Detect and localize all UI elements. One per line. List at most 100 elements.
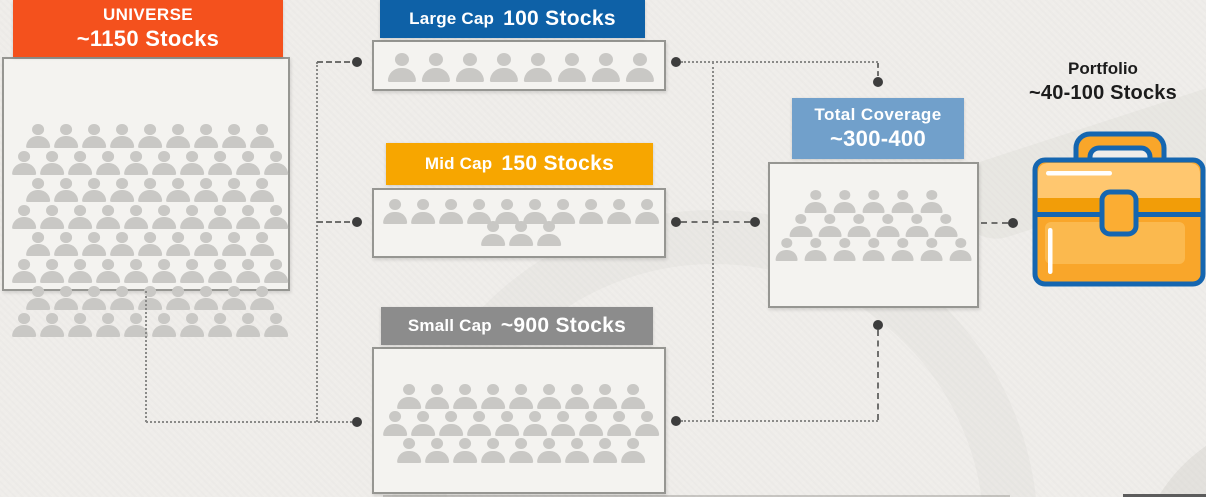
person-icon	[480, 384, 507, 409]
connector-down-to-coverage-top	[877, 63, 879, 76]
person-icon	[109, 178, 136, 202]
person-icon	[890, 238, 916, 261]
person-icon	[382, 199, 409, 224]
person-icon	[123, 205, 150, 229]
person-row	[25, 286, 276, 310]
connector-dot	[352, 57, 362, 67]
person-icon	[165, 178, 192, 202]
connector-to-midcap	[317, 221, 350, 223]
person-icon	[480, 221, 507, 246]
person-icon	[193, 286, 220, 310]
person-icon	[919, 190, 945, 213]
person-icon	[109, 124, 136, 148]
person-icon	[550, 411, 577, 436]
person-icon	[452, 438, 479, 463]
person-icon	[263, 313, 290, 337]
person-icon	[803, 190, 829, 213]
universe-subtitle: ~1150 Stocks	[76, 26, 220, 52]
person-icon	[109, 232, 136, 256]
person-icon	[179, 313, 206, 337]
person-icon	[382, 411, 409, 436]
person-icon	[578, 411, 605, 436]
person-row	[396, 384, 647, 409]
person-icon	[454, 53, 486, 82]
connector-smallcap-right	[681, 420, 878, 422]
person-row	[25, 124, 276, 148]
person-icon	[522, 53, 554, 82]
person-icon	[221, 232, 248, 256]
person-row	[11, 205, 290, 229]
person-icon	[137, 178, 164, 202]
person-icon	[39, 205, 66, 229]
large-cap-label: Large Cap	[409, 9, 495, 28]
person-icon	[386, 53, 418, 82]
person-icon	[488, 53, 520, 82]
person-icon	[137, 124, 164, 148]
person-icon	[67, 313, 94, 337]
small-cap-header: Small Cap ~900 Stocks	[381, 307, 653, 345]
universe-header: UNIVERSE ~1150 Stocks	[13, 0, 283, 57]
person-row	[788, 214, 959, 237]
connector-dot	[873, 320, 883, 330]
person-icon	[81, 124, 108, 148]
person-icon	[438, 411, 465, 436]
person-icon	[81, 178, 108, 202]
person-icon	[861, 190, 887, 213]
person-icon	[861, 238, 887, 261]
person-icon	[249, 178, 276, 202]
connector-universe-to-smallcap	[146, 421, 352, 423]
person-icon	[11, 259, 38, 283]
person-icon	[193, 178, 220, 202]
person-icon	[207, 259, 234, 283]
connector-dot	[352, 417, 362, 427]
person-icon	[235, 205, 262, 229]
person-icon	[508, 438, 535, 463]
person-icon	[25, 286, 52, 310]
person-icon	[803, 238, 829, 261]
person-icon	[410, 411, 437, 436]
person-icon	[137, 232, 164, 256]
small-cap-box	[372, 347, 666, 494]
person-icon	[788, 214, 814, 237]
person-icon	[193, 232, 220, 256]
large-cap-box	[372, 40, 666, 91]
large-cap-value: 100 Stocks	[503, 7, 616, 30]
connector-dot	[873, 77, 883, 87]
total-coverage-subtitle: ~300-400	[830, 126, 926, 152]
mid-cap-value: 150 Stocks	[501, 152, 615, 175]
person-icon	[151, 205, 178, 229]
connector-largecap-right	[681, 61, 878, 63]
person-icon	[249, 232, 276, 256]
total-coverage-box	[768, 162, 979, 308]
person-icon	[67, 205, 94, 229]
person-icon	[606, 411, 633, 436]
person-icon	[67, 151, 94, 175]
universe-people	[10, 124, 290, 337]
small-cap-people	[378, 384, 664, 463]
person-icon	[592, 384, 619, 409]
person-row	[803, 190, 945, 213]
person-icon	[207, 205, 234, 229]
briefcase-icon	[1032, 131, 1206, 287]
small-cap-label: Small Cap	[407, 316, 492, 335]
person-icon	[578, 199, 605, 224]
person-row	[480, 221, 563, 246]
person-row	[386, 53, 656, 82]
person-icon	[420, 53, 452, 82]
person-icon	[590, 53, 622, 82]
person-icon	[424, 438, 451, 463]
person-row	[396, 438, 647, 463]
universe-box	[2, 57, 290, 291]
person-icon	[67, 259, 94, 283]
mid-cap-box	[372, 188, 666, 258]
portfolio-subtitle: ~40-100 Stocks	[1029, 82, 1177, 105]
watermark-blob	[1135, 415, 1206, 497]
mid-cap-people	[378, 199, 664, 246]
connector-dot	[671, 217, 681, 227]
person-icon	[25, 232, 52, 256]
person-icon	[919, 238, 945, 261]
person-icon	[438, 199, 465, 224]
person-icon	[452, 384, 479, 409]
person-icon	[263, 151, 290, 175]
